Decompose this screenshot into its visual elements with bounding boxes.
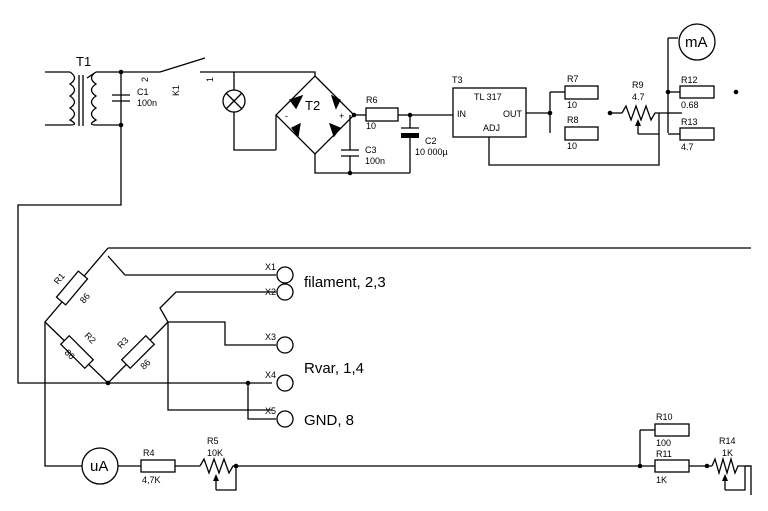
resistor-r8: R8 10 [564, 115, 599, 151]
r3-value: 86 [138, 357, 152, 371]
resistor-r1: R1 86 [52, 270, 92, 306]
k1-pin-2: 2 [140, 77, 150, 82]
label-gnd: GND, 8 [304, 412, 354, 429]
r5-value: 10K [207, 448, 223, 458]
t3-out: OUT [503, 109, 523, 119]
resistor-r11: R11 1K [654, 449, 712, 485]
r10-ref: R10 [656, 412, 673, 422]
resistor-r3: R3 86 [115, 334, 156, 371]
x1-label: X1 [265, 262, 276, 272]
r3-ref: R3 [115, 335, 130, 350]
r8-ref: R8 [567, 115, 579, 125]
resistor-r12: R12 0.68 [668, 75, 715, 110]
c3-ref: C3 [365, 145, 377, 155]
r6-value: 10 [366, 121, 376, 131]
r5-ref: R5 [207, 436, 219, 446]
r10-value: 100 [656, 438, 671, 448]
potentiometer-r9: R9 4.7 [621, 80, 668, 135]
resistor-r7: R7 10 [564, 74, 599, 110]
ua-label: uA [90, 458, 108, 475]
c2-ref: C2 [425, 136, 437, 146]
x2-label: X2 [265, 287, 276, 297]
r4-ref: R4 [143, 448, 155, 458]
label-rvar: Rvar, 1,4 [304, 360, 364, 377]
c1-ref: C1 [137, 87, 149, 97]
milliammeter: mA [678, 23, 716, 61]
k1-pin-1: 1 [205, 77, 215, 82]
r14-ref: R14 [719, 436, 736, 446]
r1-ref: R1 [52, 271, 67, 286]
connector-x1: X1 [265, 262, 294, 284]
switch-k1: K1 2 1 [140, 57, 215, 96]
r8-value: 10 [567, 141, 577, 151]
r7-value: 10 [567, 100, 577, 110]
connector-x5: X5 [265, 406, 294, 428]
r12-ref: R12 [681, 75, 698, 85]
potentiometer-r14: R14 1K [711, 436, 752, 495]
r7-ref: R7 [567, 74, 579, 84]
lamp [222, 89, 246, 113]
x3-label: X3 [265, 332, 276, 342]
transformer-t1: T1 [45, 54, 98, 126]
r13-value: 4.7 [681, 142, 694, 152]
potentiometer-r5: R5 10K [199, 436, 655, 491]
t3-in: IN [457, 109, 466, 119]
ma-label: mA [685, 34, 708, 51]
t1-ref: T1 [76, 54, 91, 69]
capacitor-c3: C3 100n [341, 115, 385, 176]
t2-minus: - [285, 111, 288, 121]
connector-x4: X4 [265, 370, 294, 392]
bridge-rectifier-t2: T2 + - [234, 71, 410, 174]
r9-ref: R9 [632, 80, 644, 90]
t2-ref: T2 [305, 98, 320, 113]
resistor-r10: R10 100 [640, 412, 690, 448]
resistor-r6: R6 10 [365, 95, 399, 131]
t3-adj: ADJ [483, 123, 500, 133]
capacitor-c1: C1 100n [112, 87, 157, 108]
connector-x2: X2 [265, 283, 294, 301]
microammeter: uA [81, 447, 119, 485]
r12-value: 0.68 [681, 100, 699, 110]
r6-ref: R6 [366, 95, 378, 105]
r4-value: 4,7K [142, 475, 161, 485]
label-filament: filament, 2,3 [304, 274, 386, 291]
r9-value: 4.7 [632, 92, 645, 102]
r1-value: 86 [78, 291, 92, 305]
capacitor-c2: C2 10 000µ [401, 115, 448, 173]
resistor-r4: R4 4,7K [140, 448, 176, 485]
t3-name: TL 317 [474, 92, 502, 102]
c1-value: 100n [137, 98, 157, 108]
resistor-r2: R2 86 [59, 330, 98, 370]
t3-ref: T3 [452, 75, 463, 85]
t2-plus: + [339, 111, 344, 121]
c3-value: 100n [365, 156, 385, 166]
r13-ref: R13 [681, 117, 698, 127]
connector-x3: X3 [265, 332, 294, 354]
resistor-r13: R13 4.7 [668, 117, 715, 152]
r11-value: 1K [656, 475, 667, 485]
c2-value: 10 000µ [415, 147, 448, 157]
x5-label: X5 [265, 406, 276, 416]
regulator-t3: T3 TL 317 IN OUT ADJ [452, 75, 527, 138]
r2-ref: R2 [83, 330, 98, 345]
r14-value: 1K [722, 448, 733, 458]
k1-ref: K1 [171, 85, 181, 96]
x4-label: X4 [265, 370, 276, 380]
r11-ref: R11 [656, 449, 672, 459]
